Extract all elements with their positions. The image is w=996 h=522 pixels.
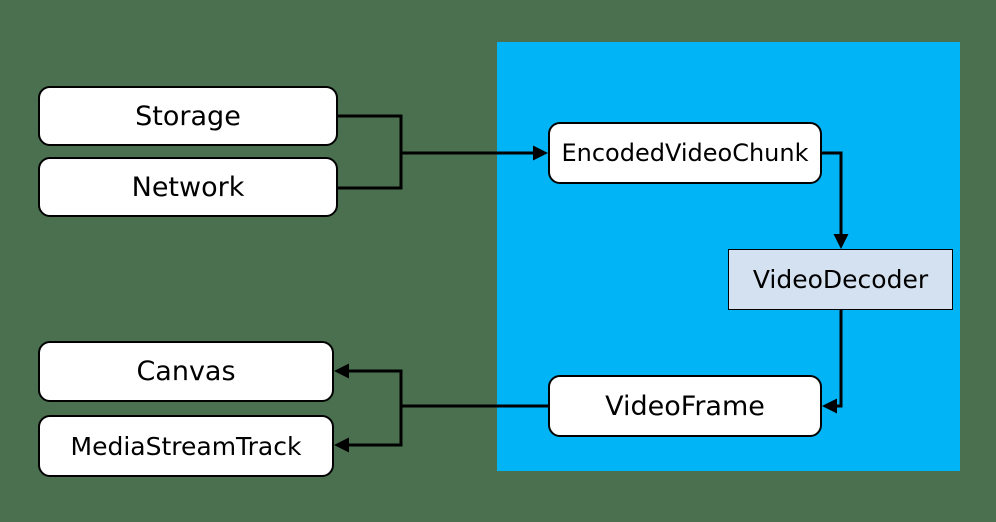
node-label-storage: Storage [135,100,241,132]
node-label-encodedvideochunk: EncodedVideoChunk [561,139,809,167]
node-canvas[interactable]: Canvas [38,341,334,402]
node-network[interactable]: Network [38,157,338,217]
node-label-videoframe: VideoFrame [605,390,765,422]
node-videodecoder[interactable]: VideoDecoder [728,249,953,310]
node-label-canvas: Canvas [136,356,236,387]
arrowhead [334,363,349,379]
node-label-network: Network [131,171,245,203]
node-label-videodecoder: VideoDecoder [752,265,929,294]
edge-frame-to-mediastreamtrack [334,406,403,453]
node-mediastreamtrack[interactable]: MediaStreamTrack [38,415,334,477]
node-storage[interactable]: Storage [38,86,338,146]
node-label-mediastreamtrack: MediaStreamTrack [70,431,302,461]
node-videoframe[interactable]: VideoFrame [548,375,822,437]
node-encodedvideochunk[interactable]: EncodedVideoChunk [548,122,822,184]
arrowhead [334,437,349,453]
